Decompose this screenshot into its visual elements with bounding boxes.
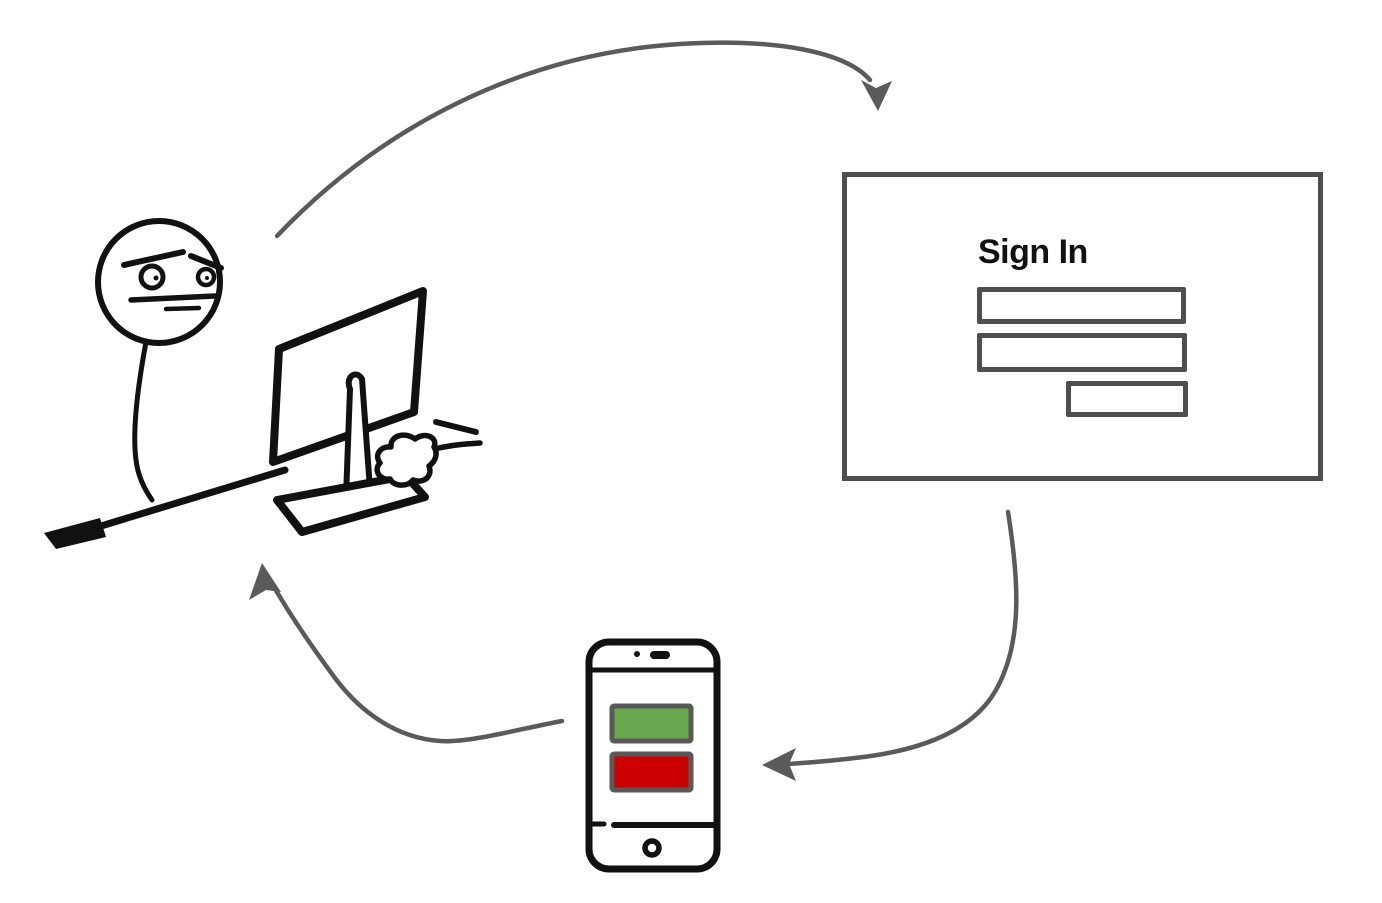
arm-line — [431, 440, 483, 452]
arrow-user-to-signin — [274, 40, 873, 239]
left-eye — [138, 263, 166, 291]
username-field[interactable] — [977, 287, 1186, 324]
left-pupil — [153, 275, 159, 281]
phone-home-button — [642, 838, 662, 858]
hand — [374, 432, 439, 488]
deny-button[interactable] — [609, 751, 694, 793]
desk-line — [84, 466, 289, 534]
signin-window: Sign In — [842, 172, 1323, 481]
right-eyebrow — [188, 253, 224, 271]
monitor-stand — [343, 371, 373, 500]
desk-line-right — [433, 419, 479, 435]
approve-button[interactable] — [609, 703, 694, 744]
arrow-user-to-signin-head — [861, 80, 892, 111]
user-at-computer-illustration — [44, 218, 483, 549]
phone-speaker — [650, 651, 670, 659]
arrow-signin-to-phone-head — [762, 748, 796, 781]
desk-edge-wedge — [44, 518, 106, 549]
password-field[interactable] — [977, 333, 1187, 372]
mouth — [128, 293, 218, 303]
signin-title: Sign In — [978, 233, 1088, 271]
monitor-base — [273, 472, 429, 536]
arrow-phone-to-user — [267, 577, 565, 744]
arrows-layer — [249, 40, 1019, 781]
signin-submit-button[interactable] — [1066, 381, 1188, 417]
smartphone-illustration — [585, 638, 721, 873]
body-line — [132, 339, 155, 503]
arrow-signin-to-phone — [785, 509, 1019, 767]
left-eyebrow — [121, 249, 186, 268]
chin-line — [163, 305, 202, 312]
right-pupil — [205, 276, 209, 280]
arrow-phone-to-user-head — [249, 563, 281, 600]
phone-camera-dot — [634, 651, 640, 657]
